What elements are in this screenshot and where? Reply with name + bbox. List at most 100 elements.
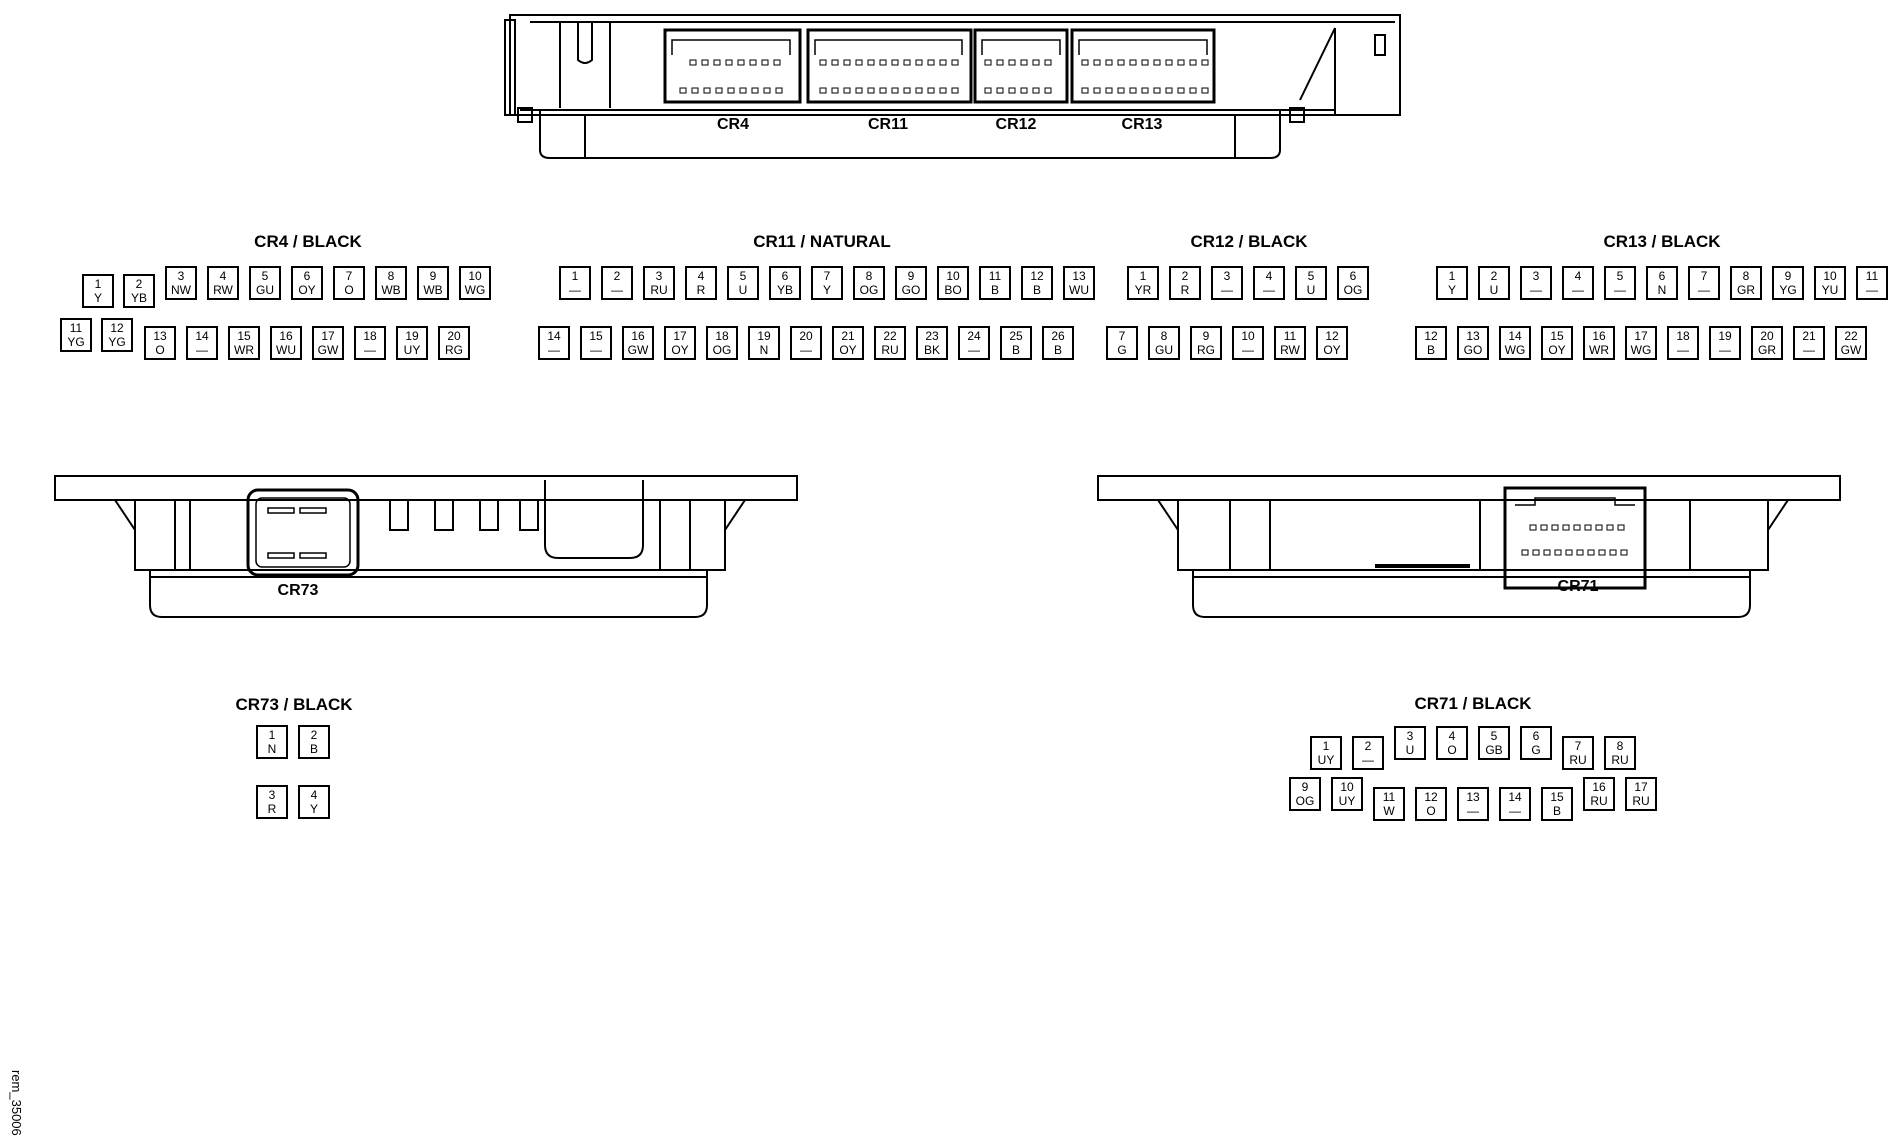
wire-color: RG [1197, 343, 1215, 357]
pin-number: 4 [697, 269, 705, 283]
terminal-slot [715, 87, 723, 94]
terminal-slot [1189, 87, 1197, 94]
pin-number: 16 [1592, 780, 1606, 794]
wire-color: WB [423, 283, 443, 297]
pin-cr12-10: 10— [1232, 326, 1264, 360]
terminal-slot [951, 59, 959, 66]
wire-color: YG [67, 335, 85, 349]
terminal-slot [915, 59, 923, 66]
pin-cr13-18: 18— [1667, 326, 1699, 360]
pin-cr11-24: 24— [958, 326, 990, 360]
wire-color: OG [1343, 283, 1363, 297]
terminal-slot [1117, 87, 1125, 94]
pin-number: 5 [1490, 729, 1498, 743]
pin-number: 12 [1424, 329, 1438, 343]
pin-number: 20 [799, 329, 813, 343]
pin-number: 18 [363, 329, 377, 343]
terminal-slot [727, 87, 735, 94]
wire-color: — [364, 343, 376, 357]
pin-number: 4 [310, 788, 318, 802]
wire-color: — [968, 343, 980, 357]
pin-number: 3 [268, 788, 276, 802]
pin-number: 7 [1700, 269, 1708, 283]
terminal-slot [843, 59, 851, 66]
terminal-slot [1529, 524, 1537, 531]
terminal-slot [679, 87, 687, 94]
terminal-slot [1562, 524, 1570, 531]
terminal-slot [1117, 59, 1125, 66]
wire-color: OY [1323, 343, 1341, 357]
pin-number: 5 [1307, 269, 1315, 283]
terminal-slot [1573, 524, 1581, 531]
pin-number: 21 [1802, 329, 1816, 343]
terminal-slot [1141, 87, 1149, 94]
terminal-slot [1153, 59, 1161, 66]
pin-number: 11 [988, 269, 1002, 283]
terminal-slot [879, 59, 887, 66]
wire-color: N [267, 742, 277, 756]
pin-number: 4 [1574, 269, 1582, 283]
wire-color: YG [1779, 283, 1797, 297]
wire-color: — [1698, 283, 1710, 297]
wire-color: RU [881, 343, 899, 357]
terminal-slot [763, 87, 771, 94]
wire-color: WG [1630, 343, 1652, 357]
pin-number: 5 [739, 269, 747, 283]
pin-number: 13 [153, 329, 167, 343]
wire-color: GW [627, 343, 649, 357]
wire-color: OY [671, 343, 689, 357]
wire-color: YU [1821, 283, 1839, 297]
pin-number: 7 [345, 269, 353, 283]
terminal-slot [299, 552, 327, 559]
terminal-slot [1165, 59, 1173, 66]
pin-number: 2 [310, 728, 318, 742]
terminal-slot [1554, 549, 1562, 556]
wire-color: YB [776, 283, 793, 297]
wire-color: O [1426, 804, 1436, 818]
pin-cr4-18: 18— [354, 326, 386, 360]
wire-color: B [309, 742, 318, 756]
terminal-slot [299, 507, 327, 514]
terminal-slot [1620, 549, 1628, 556]
terminal-slot [819, 87, 827, 94]
pin-number: 18 [1676, 329, 1690, 343]
wire-color: — [1221, 283, 1233, 297]
terminal-slot [739, 87, 747, 94]
terminal-slot [1105, 87, 1113, 94]
terminal-slot [996, 87, 1004, 94]
left-view-label-cr73: CR73 [277, 582, 319, 599]
pin-number: 26 [1051, 329, 1065, 343]
pin-number: 15 [589, 329, 603, 343]
wire-color: WG [464, 283, 486, 297]
wire-color: GO [1463, 343, 1483, 357]
terminal-slot [867, 59, 875, 66]
pin-number: 6 [1532, 729, 1540, 743]
right-module-housing [1097, 475, 1841, 618]
terminal-slot [1165, 87, 1173, 94]
pin-number: 15 [1550, 790, 1564, 804]
terminal-slot [1598, 549, 1606, 556]
terminal-slot [1093, 59, 1101, 66]
pin-number: 11 [69, 321, 83, 335]
wire-color: WU [276, 343, 296, 357]
pin-number: 15 [1550, 329, 1564, 343]
terminal-slot [1032, 59, 1040, 66]
pin-number: 19 [405, 329, 419, 343]
wire-color: U [1489, 283, 1499, 297]
wire-color: OY [1548, 343, 1566, 357]
